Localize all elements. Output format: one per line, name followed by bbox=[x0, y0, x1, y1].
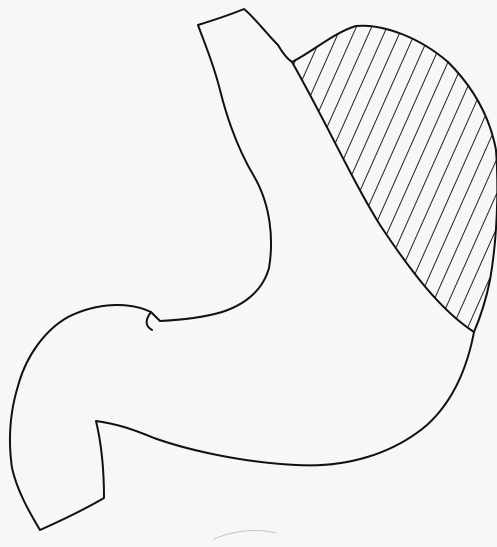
stomach-diagram bbox=[0, 0, 497, 547]
diagram-canvas bbox=[0, 0, 497, 547]
